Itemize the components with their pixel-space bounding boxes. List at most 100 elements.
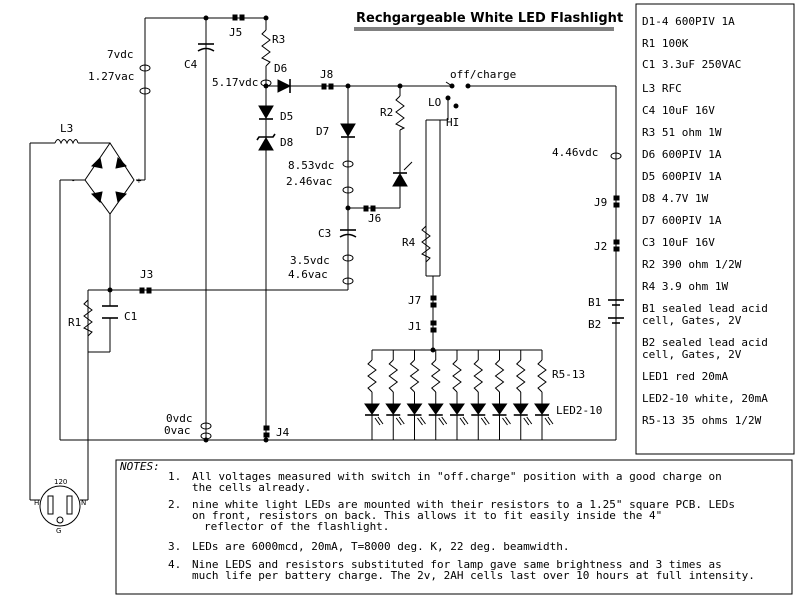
led-resistor-pair bbox=[449, 350, 469, 440]
note-item: 4. Nine LEDS and resistors substituted fo… bbox=[168, 558, 755, 582]
label-j6: J6 bbox=[368, 212, 381, 225]
r4-resistor bbox=[421, 225, 431, 263]
voltage-2-46vac: 2.46vac bbox=[286, 175, 332, 188]
led-resistor-pair bbox=[406, 350, 426, 440]
label-d8: D8 bbox=[280, 136, 293, 149]
parts-list-item: LED1 red 20mA bbox=[642, 370, 728, 383]
l3-inductor bbox=[54, 139, 79, 145]
label-led2-10: LED2-10 bbox=[556, 404, 602, 417]
label-plug-h: H bbox=[34, 499, 39, 507]
parts-list: D1-4 600PIV 1A R1 100K C1 3.3uF 250VAC L3 R… bbox=[642, 15, 768, 427]
white-led bbox=[512, 403, 529, 415]
label-lo: LO bbox=[428, 96, 441, 109]
led1-diode bbox=[392, 173, 408, 187]
label-b2: B2 bbox=[588, 318, 601, 331]
note-line: All voltages measured with switch in "of… bbox=[192, 470, 722, 483]
led-resistor-pair bbox=[470, 350, 490, 440]
white-led bbox=[364, 403, 380, 415]
label-hi: HI bbox=[446, 116, 459, 129]
note-item: 2.nine white light LEDs are mounted with… bbox=[168, 498, 735, 533]
note-number: 3. bbox=[168, 540, 181, 553]
label-c1: C1 bbox=[124, 310, 137, 323]
note-number: 4. bbox=[168, 558, 181, 571]
parts-list-item: D8 4.7V 1W bbox=[642, 192, 709, 205]
test-points bbox=[139, 64, 622, 440]
parts-list-item: R1 100K bbox=[642, 37, 689, 50]
label-plug-g: G bbox=[56, 527, 61, 535]
label-plug-n: N bbox=[81, 499, 86, 507]
label-j7: J7 bbox=[408, 294, 421, 307]
led-resistor bbox=[537, 359, 547, 393]
d8-zener bbox=[258, 137, 274, 151]
white-led bbox=[427, 403, 444, 415]
parts-list-item: D5 600PIV 1A bbox=[642, 170, 722, 183]
parts-list-box bbox=[635, 3, 795, 455]
parts-list-item: R3 51 ohm 1W bbox=[642, 126, 722, 139]
parts-list-item: B2 sealed lead acid bbox=[642, 336, 768, 349]
white-led bbox=[534, 403, 550, 415]
d6-diode bbox=[277, 79, 292, 93]
voltage-3-5vdc: 3.5vdc bbox=[290, 254, 330, 267]
label-r2: R2 bbox=[380, 106, 393, 119]
parts-list-item: D6 600PIV 1A bbox=[642, 148, 722, 161]
led-array bbox=[364, 350, 554, 440]
parts-list-item: D7 600PIV 1A bbox=[642, 214, 722, 227]
led-resistor-pair bbox=[491, 350, 511, 440]
parts-list-item: D1-4 600PIV 1A bbox=[642, 15, 735, 28]
notes-list: 1. All voltages measured with switch in "… bbox=[168, 470, 755, 582]
note-line: nine white light LEDs are mounted with t… bbox=[192, 498, 735, 511]
led-resistor bbox=[430, 359, 441, 393]
note-line: Nine LEDS and resistors substituted for … bbox=[192, 558, 722, 571]
r3-resistor bbox=[261, 29, 271, 67]
note-line: much life per battery charge. The 2v, 2A… bbox=[192, 569, 755, 582]
svg-text:+: + bbox=[136, 177, 142, 185]
led-resistor-pair bbox=[512, 350, 533, 440]
voltage-7vdc: 7vdc bbox=[107, 48, 134, 61]
ac-plug bbox=[39, 485, 81, 527]
label-j3: J3 bbox=[140, 268, 153, 281]
led-resistor bbox=[473, 359, 484, 393]
note-number: 1. bbox=[168, 470, 181, 483]
led-resistor bbox=[367, 359, 377, 393]
note-line: on front, resistors on back. This allows… bbox=[192, 509, 662, 522]
led-resistor bbox=[388, 359, 399, 393]
note-line: reflector of the flashlight. bbox=[204, 520, 389, 533]
note-item: 3.LEDs are 6000mcd, 20mA, T=8000 deg. K,… bbox=[168, 540, 570, 553]
voltage-8-53vdc: 8.53vdc bbox=[288, 159, 334, 172]
bridge-rectifier: - + bbox=[72, 142, 142, 215]
diagram-title: Rechgargeable White LED Flashlight bbox=[356, 11, 623, 26]
voltage-4-46vdc: 4.46vdc bbox=[552, 146, 598, 159]
voltage-labels: 7vdc 1.27vac 5.17vdc 8.53vdc 2.46vac 3.5… bbox=[88, 48, 598, 437]
label-j4: J4 bbox=[276, 426, 290, 439]
off-charge-switch bbox=[445, 81, 471, 109]
label-d7: D7 bbox=[316, 125, 329, 138]
parts-list-item: C1 3.3uF 250VAC bbox=[642, 58, 741, 71]
label-plug-120: 120 bbox=[54, 478, 67, 486]
label-r1: R1 bbox=[68, 316, 81, 329]
label-j9: J9 bbox=[594, 196, 607, 209]
led-resistor bbox=[494, 359, 505, 393]
d7-diode bbox=[340, 123, 356, 137]
led-resistor-pair bbox=[385, 350, 405, 440]
label-j8: J8 bbox=[320, 68, 333, 81]
led-resistor-pair bbox=[427, 350, 448, 440]
label-c3: C3 bbox=[318, 227, 331, 240]
voltage-0vdc: 0vdc bbox=[166, 412, 193, 425]
white-led bbox=[406, 403, 423, 415]
junction-dots bbox=[107, 15, 436, 443]
label-j1: J1 bbox=[408, 320, 421, 333]
voltage-1-27vac: 1.27vac bbox=[88, 70, 134, 83]
label-r5-13: R5-13 bbox=[552, 368, 585, 381]
parts-list-item: LED2-10 white, 20mA bbox=[642, 392, 768, 405]
notes-heading: NOTES: bbox=[119, 460, 160, 473]
voltage-5-17vdc: 5.17vdc bbox=[212, 76, 258, 89]
parts-list-item: L3 RFC bbox=[642, 82, 682, 95]
voltage-0vac: 0vac bbox=[164, 424, 191, 437]
voltage-4-6vac: 4.6vac bbox=[288, 268, 328, 281]
svg-text:-: - bbox=[72, 177, 75, 185]
note-line: the cells already. bbox=[192, 481, 311, 494]
d5-diode bbox=[258, 105, 274, 119]
label-j2: J2 bbox=[594, 240, 607, 253]
notes-box bbox=[115, 459, 793, 595]
white-led bbox=[385, 403, 402, 415]
